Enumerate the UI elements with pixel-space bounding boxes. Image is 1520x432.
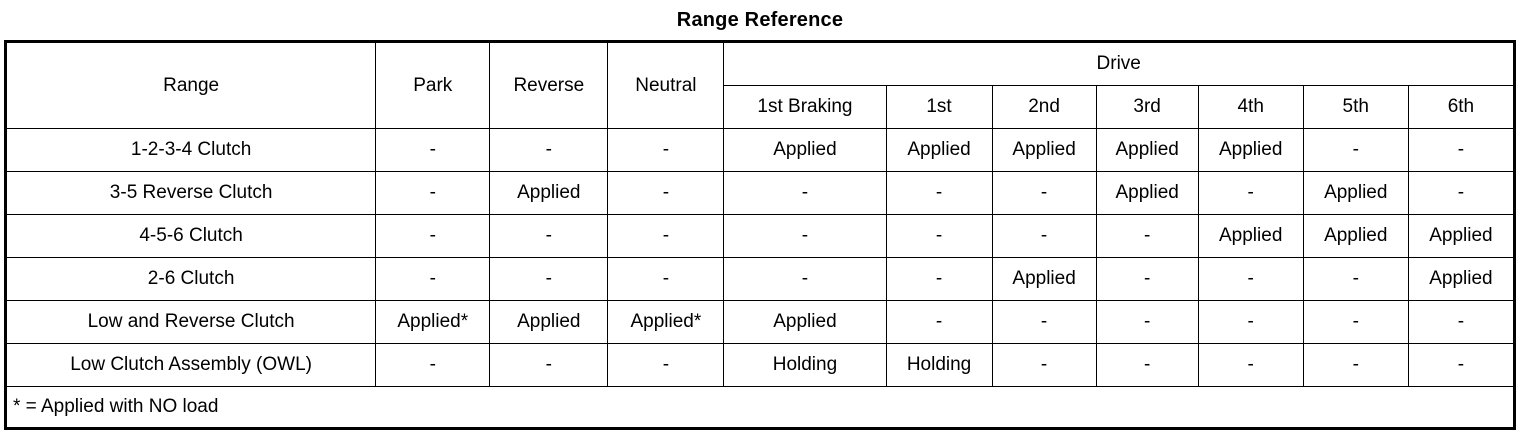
cell-6th: - [1407,171,1516,215]
cell-1st-braking: Applied [723,300,887,344]
column-header-2nd: 2nd [991,85,1097,129]
cell-4th: Applied [1197,128,1304,172]
cell-1st-braking: Holding [723,343,887,387]
cell-1st: - [885,171,993,215]
cell-4th: Applied [1197,214,1304,258]
cell-reverse: - [489,257,609,301]
cell-5th: Applied [1302,214,1409,258]
cell-1st-braking: - [723,214,887,258]
cell-neutral: - [607,171,725,215]
column-header-reverse: Reverse [489,41,609,129]
cell-5th: Applied [1302,171,1409,215]
cell-1st: Holding [885,343,993,387]
cell-2nd: - [991,214,1097,258]
column-header-5th: 5th [1302,85,1409,129]
table-row: Low and Reverse Clutch Applied* Applied … [4,300,1516,344]
cell-2nd: Applied [991,128,1097,172]
cell-reverse: - [489,128,609,172]
row-label: 4-5-6 Clutch [4,214,377,258]
column-header-range: Range [4,41,377,129]
cell-neutral: Applied* [607,300,725,344]
column-header-4th: 4th [1197,85,1304,129]
table-row: 2-6 Clutch - - - - - Applied - - - Appli… [4,257,1516,301]
cell-6th: - [1407,300,1516,344]
column-header-neutral: Neutral [607,41,725,129]
cell-park: - [375,257,491,301]
cell-2nd: Applied [991,257,1097,301]
cell-5th: - [1302,300,1409,344]
cell-park: - [375,343,491,387]
cell-neutral: - [607,343,725,387]
table-row: 3-5 Reverse Clutch - Applied - - - - App… [4,171,1516,215]
cell-neutral: - [607,128,725,172]
cell-3rd: - [1095,257,1199,301]
cell-4th: - [1197,343,1304,387]
column-header-6th: 6th [1407,85,1516,129]
cell-reverse: - [489,343,609,387]
cell-1st: Applied [885,128,993,172]
cell-neutral: - [607,257,725,301]
column-header-park: Park [375,41,491,129]
column-header-3rd: 3rd [1095,85,1199,129]
cell-6th: Applied [1407,257,1516,301]
cell-3rd: - [1095,343,1199,387]
cell-park: Applied* [375,300,491,344]
cell-4th: - [1197,257,1304,301]
column-header-1st: 1st [885,85,993,129]
cell-1st: - [885,214,993,258]
table-footnote: * = Applied with NO load [5,386,1515,429]
cell-3rd: - [1095,300,1199,344]
cell-reverse: Applied [489,300,609,344]
cell-6th: Applied [1407,214,1516,258]
cell-2nd: - [991,300,1097,344]
row-label: 1-2-3-4 Clutch [4,128,377,172]
cell-1st: - [885,300,993,344]
row-label: Low Clutch Assembly (OWL) [4,343,377,387]
cell-2nd: - [991,171,1097,215]
cell-neutral: - [607,214,725,258]
cell-1st-braking: - [723,171,887,215]
cell-park: - [375,128,491,172]
cell-2nd: - [991,343,1097,387]
cell-1st-braking: - [723,257,887,301]
cell-4th: - [1197,300,1304,344]
row-label: 2-6 Clutch [4,257,377,301]
range-reference-table: Range Park Reverse Neutral Drive 1st Bra… [4,40,1516,430]
cell-6th: - [1407,343,1516,387]
cell-reverse: - [489,214,609,258]
cell-4th: - [1197,171,1304,215]
cell-5th: - [1302,257,1409,301]
cell-1st: - [885,257,993,301]
row-label: 3-5 Reverse Clutch [4,171,377,215]
cell-1st-braking: Applied [723,128,887,172]
page-title: Range Reference [676,9,844,31]
table-row: Low Clutch Assembly (OWL) - - - Holding … [4,343,1516,387]
cell-3rd: Applied [1095,128,1199,172]
header-row-group: Range Park Reverse Neutral Drive [4,41,1515,129]
cell-park: - [375,214,491,258]
table-body: 1-2-3-4 Clutch - - - Applied Applied App… [4,128,1516,429]
table-row: 1-2-3-4 Clutch - - - Applied Applied App… [4,128,1516,172]
cell-6th: - [1407,128,1516,172]
row-label: Low and Reverse Clutch [4,300,377,344]
cell-5th: - [1302,128,1409,172]
table-row: 4-5-6 Clutch - - - - - - - Applied Appli… [4,214,1516,258]
cell-3rd: - [1095,214,1199,258]
header-row-sub: 1st Braking 1st 2nd 3rd 4th 5th 6th [6,85,1516,129]
cell-3rd: Applied [1095,171,1199,215]
cell-park: - [375,171,491,215]
cell-reverse: Applied [489,171,609,215]
table-head: Range Park Reverse Neutral Drive 1st Bra… [4,41,1516,129]
column-group-header-drive: Drive [723,41,1515,86]
column-header-1st-braking: 1st Braking [723,85,887,129]
cell-5th: - [1302,343,1409,387]
footnote-row: * = Applied with NO load [5,386,1515,429]
